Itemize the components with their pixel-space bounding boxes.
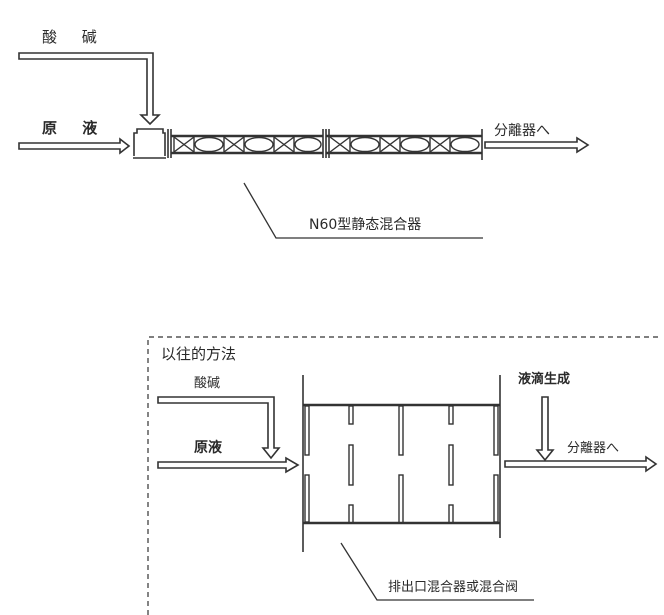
- static-mixer-segment-2-elements: [329, 136, 480, 153]
- static-mixer-segment-2: [326, 129, 483, 160]
- static-mixer-segment-1-elements: [173, 136, 322, 153]
- bottom-mixer-leader-line: [340, 542, 534, 601]
- top-raw-liquid-label: 原 液: [42, 119, 108, 137]
- top-acid-base-label: 酸 碱: [42, 28, 107, 46]
- bottom-acid-base-label: 酸碱: [194, 376, 221, 391]
- t-junction: [133, 128, 166, 156]
- top-mixer-label: N60型静态混合器: [309, 217, 422, 233]
- acid-base-inlet-arrow: [18, 52, 161, 126]
- orifice-mixer-baffles: [304, 405, 499, 524]
- bottom-outlet-arrow: [504, 455, 658, 473]
- orifice-mixer-body: [302, 375, 501, 552]
- raw-liquid-inlet-arrow: [18, 137, 131, 155]
- bottom-acid-base-inlet-arrow: [157, 396, 281, 460]
- top-outlet-arrow: [484, 136, 590, 154]
- top-mixer-leader-line: [243, 182, 483, 239]
- bottom-raw-liquid-label: 原液: [194, 440, 222, 456]
- bottom-to-separator-label: 分離器へ: [567, 441, 620, 456]
- droplet-formation-arrow: [535, 396, 555, 462]
- conventional-method-title: 以往的方法: [161, 345, 237, 363]
- bottom-raw-liquid-inlet-arrow: [157, 456, 300, 474]
- static-mixer-segment-1: [167, 129, 327, 158]
- conventional-method-frame: [147, 336, 658, 615]
- bottom-mixer-label: 排出口混合器或混合阀: [388, 580, 519, 595]
- top-to-separator-label: 分離器へ: [494, 123, 550, 139]
- droplet-formation-label: 液滴生成: [518, 372, 571, 387]
